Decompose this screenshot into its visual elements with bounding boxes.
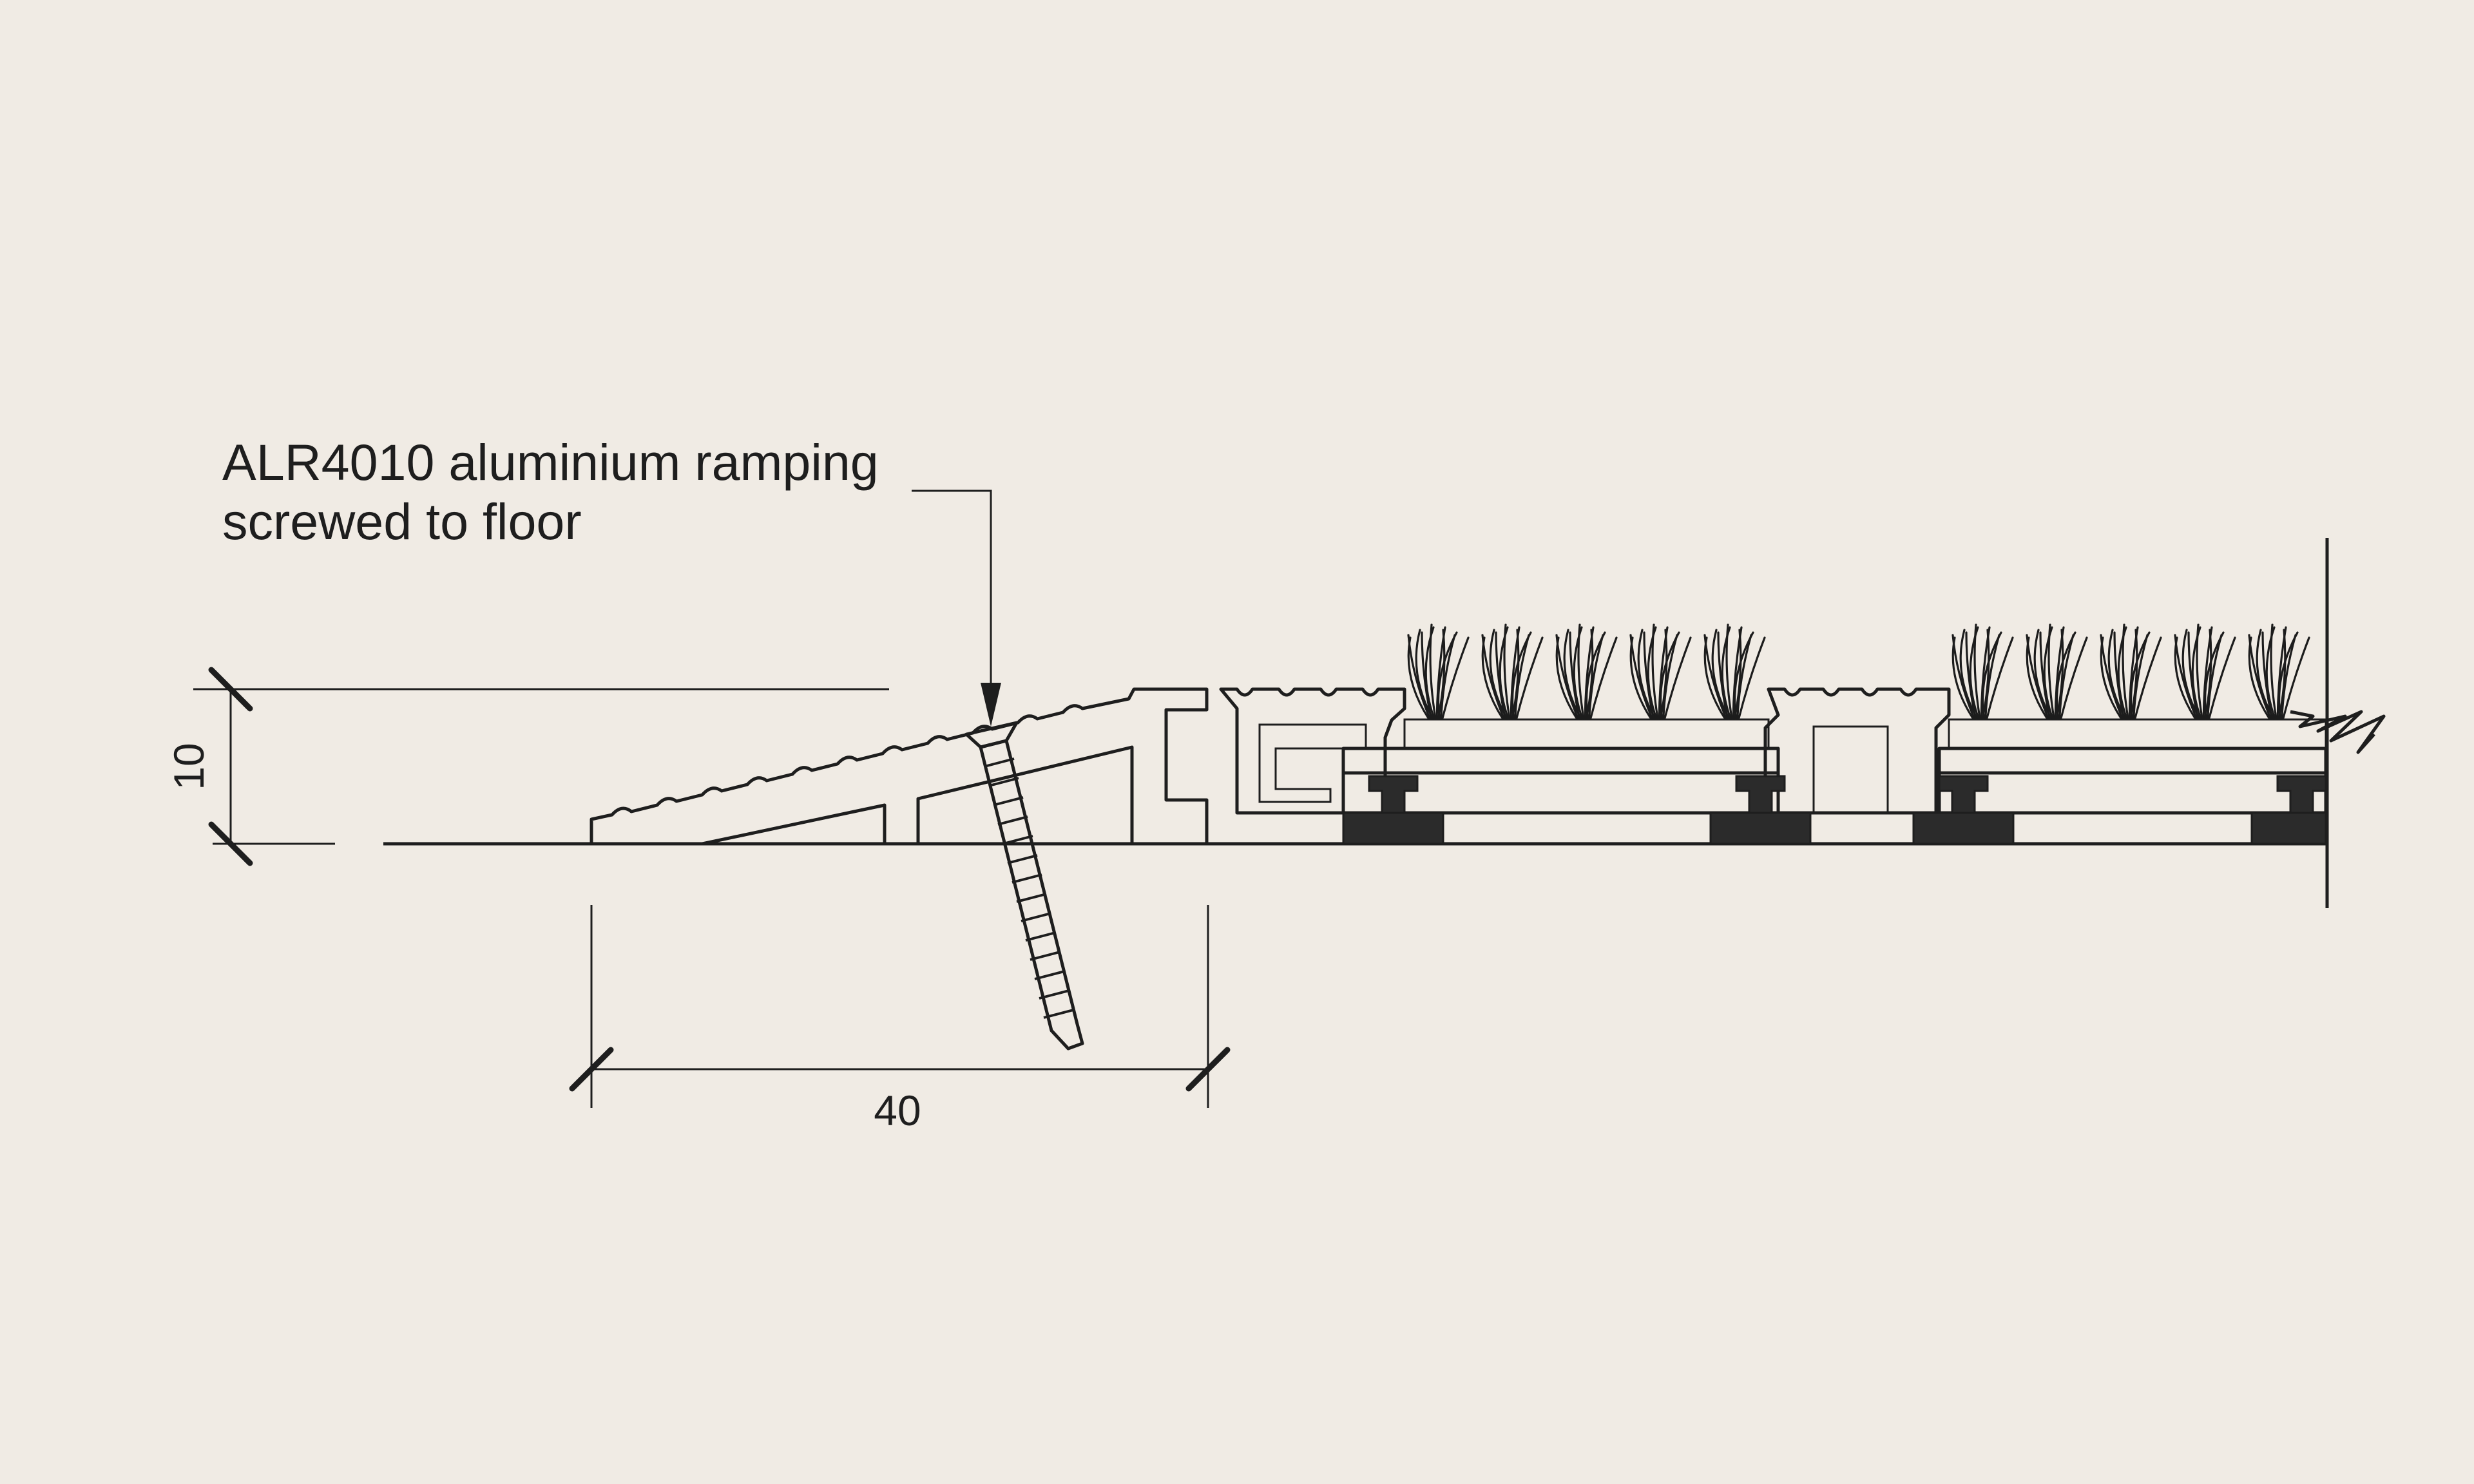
mat-edge-slot <box>1258 723 1367 803</box>
bristle-tuft <box>2174 623 2236 719</box>
width-tick-left <box>569 1047 614 1092</box>
screw <box>964 721 1084 1051</box>
height-dimension-label: 10 <box>165 743 213 790</box>
mat-carrier-strip-1 <box>1341 747 1780 775</box>
callout-label-line2: screwed to floor <box>222 493 582 550</box>
rubber-foot-clip <box>1368 775 1419 814</box>
bristle-tuft <box>1951 623 2014 719</box>
ramp-profile <box>590 687 1209 846</box>
mat-joint-profile <box>1763 687 1951 815</box>
bristle-tuft <box>1555 623 1618 719</box>
rubber-foot-clip <box>2276 775 2327 814</box>
bristle-tuft <box>2026 623 2088 719</box>
break-mark <box>2290 710 2386 754</box>
screw-shank <box>979 739 1084 1051</box>
bristle-tuft <box>2248 623 2310 719</box>
callout-arrowhead <box>981 683 1001 727</box>
bristle-tuft <box>1629 623 1692 719</box>
rubber-feet <box>1342 775 2327 845</box>
mat-carrier-strip-2 <box>1937 747 2328 775</box>
bristle-tufts <box>1407 623 2310 719</box>
callout-label-line1: ALR4010 aluminium ramping <box>222 433 879 491</box>
bristle-tuft <box>1481 623 1544 719</box>
rubber-foot <box>2250 812 2327 845</box>
width-dimension-label: 40 <box>874 1087 921 1134</box>
rubber-foot <box>1912 812 2015 845</box>
height-tick-top <box>208 667 253 712</box>
mat-carrier-base-2 <box>1937 771 2328 815</box>
bristle-channel-1 <box>1403 718 1770 750</box>
bristle-tuft <box>2100 623 2162 719</box>
mat-edge-profile <box>1219 687 1406 815</box>
height-tick-bottom <box>208 821 253 866</box>
rubber-foot <box>1342 812 1444 845</box>
bristle-tuft <box>1703 623 1766 719</box>
mat-joint-slot <box>1812 725 1889 814</box>
bristle-channel-2 <box>1948 718 2327 750</box>
width-tick-right <box>1185 1047 1231 1092</box>
rubber-foot <box>1709 812 1812 845</box>
rubber-foot-clip <box>1938 775 1989 814</box>
rubber-foot-clip <box>1735 775 1786 814</box>
callout-leader-line <box>912 490 992 686</box>
bristle-tuft <box>1407 623 1470 719</box>
screw-thread <box>984 757 1074 1019</box>
